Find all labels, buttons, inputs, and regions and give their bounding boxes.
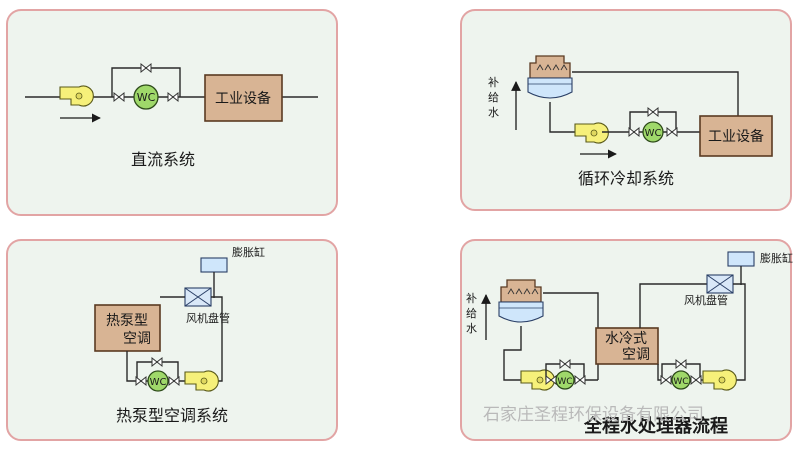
company-watermark: 石家庄圣程环保设备有限公司 — [483, 405, 704, 425]
wc-label: WC — [557, 377, 572, 387]
fan-coil-label: 风机盘管 — [186, 311, 230, 325]
wc-label: WC — [150, 377, 167, 388]
fan-coil-label: 风机盘管 — [684, 293, 728, 307]
equipment-label-line2: 空调 — [622, 347, 650, 363]
fan-coil-icon — [706, 274, 734, 294]
caption-recirculating-system: 循环冷却系统 — [578, 169, 674, 188]
makeup-char-1: 补 — [488, 76, 499, 89]
expansion-tank-label: 膨胀缸 — [232, 245, 265, 259]
water-processor-wc-right: WC — [671, 370, 691, 390]
water-processor-wc-left: WC — [555, 370, 575, 390]
panel-recirculating-cooling-system: 补 给 水 WC 工业设备 循环冷却系统 — [460, 9, 792, 211]
makeup-char-2: 给 — [488, 91, 499, 104]
caption-direct-system: 直流系统 — [131, 150, 195, 169]
equipment-label-line1: 热泵型 — [106, 313, 148, 329]
wc-label: WC — [645, 128, 662, 139]
panel-heat-pump-ac-system: 膨胀缸 风机盘管 热泵型 空调 WC 热泵型空调系统 — [6, 239, 338, 441]
fan-coil-icon — [184, 287, 212, 307]
water-cooled-chiller: 水冷式 空调 — [595, 327, 659, 365]
makeup-char-3: 水 — [466, 322, 477, 335]
equipment-label-line1: 水冷式 — [605, 331, 647, 347]
makeup-char-1: 补 — [466, 292, 477, 305]
industrial-equipment: 工业设备 — [699, 115, 773, 157]
makeup-char-3: 水 — [488, 106, 499, 119]
equipment-label: 工业设备 — [708, 128, 764, 145]
equipment-label: 工业设备 — [215, 90, 271, 107]
panel-full-process-water-treatment: 补 给 水 WC 水冷式 空调 膨胀缸 风机盘管 — [460, 239, 793, 441]
heat-pump-equipment: 热泵型 空调 — [94, 304, 161, 352]
panel-direct-system: WC 工业设备 直流系统 — [6, 9, 338, 216]
industrial-equipment: 工业设备 — [204, 74, 283, 122]
wc-label: WC — [137, 91, 156, 104]
caption-full-process: 全程水处理器流程 — [583, 415, 728, 437]
makeup-char-2: 给 — [466, 307, 477, 320]
caption-heat-pump-system: 热泵型空调系统 — [116, 406, 228, 425]
water-processor-wc: WC — [133, 84, 159, 110]
equipment-label-line2: 空调 — [123, 331, 151, 347]
expansion-tank: 膨胀缸 — [727, 251, 793, 267]
expansion-tank-label: 膨胀缸 — [760, 251, 793, 265]
water-processor-wc: WC — [147, 370, 169, 392]
wc-label: WC — [673, 377, 688, 387]
water-processor-wc: WC — [642, 121, 664, 143]
